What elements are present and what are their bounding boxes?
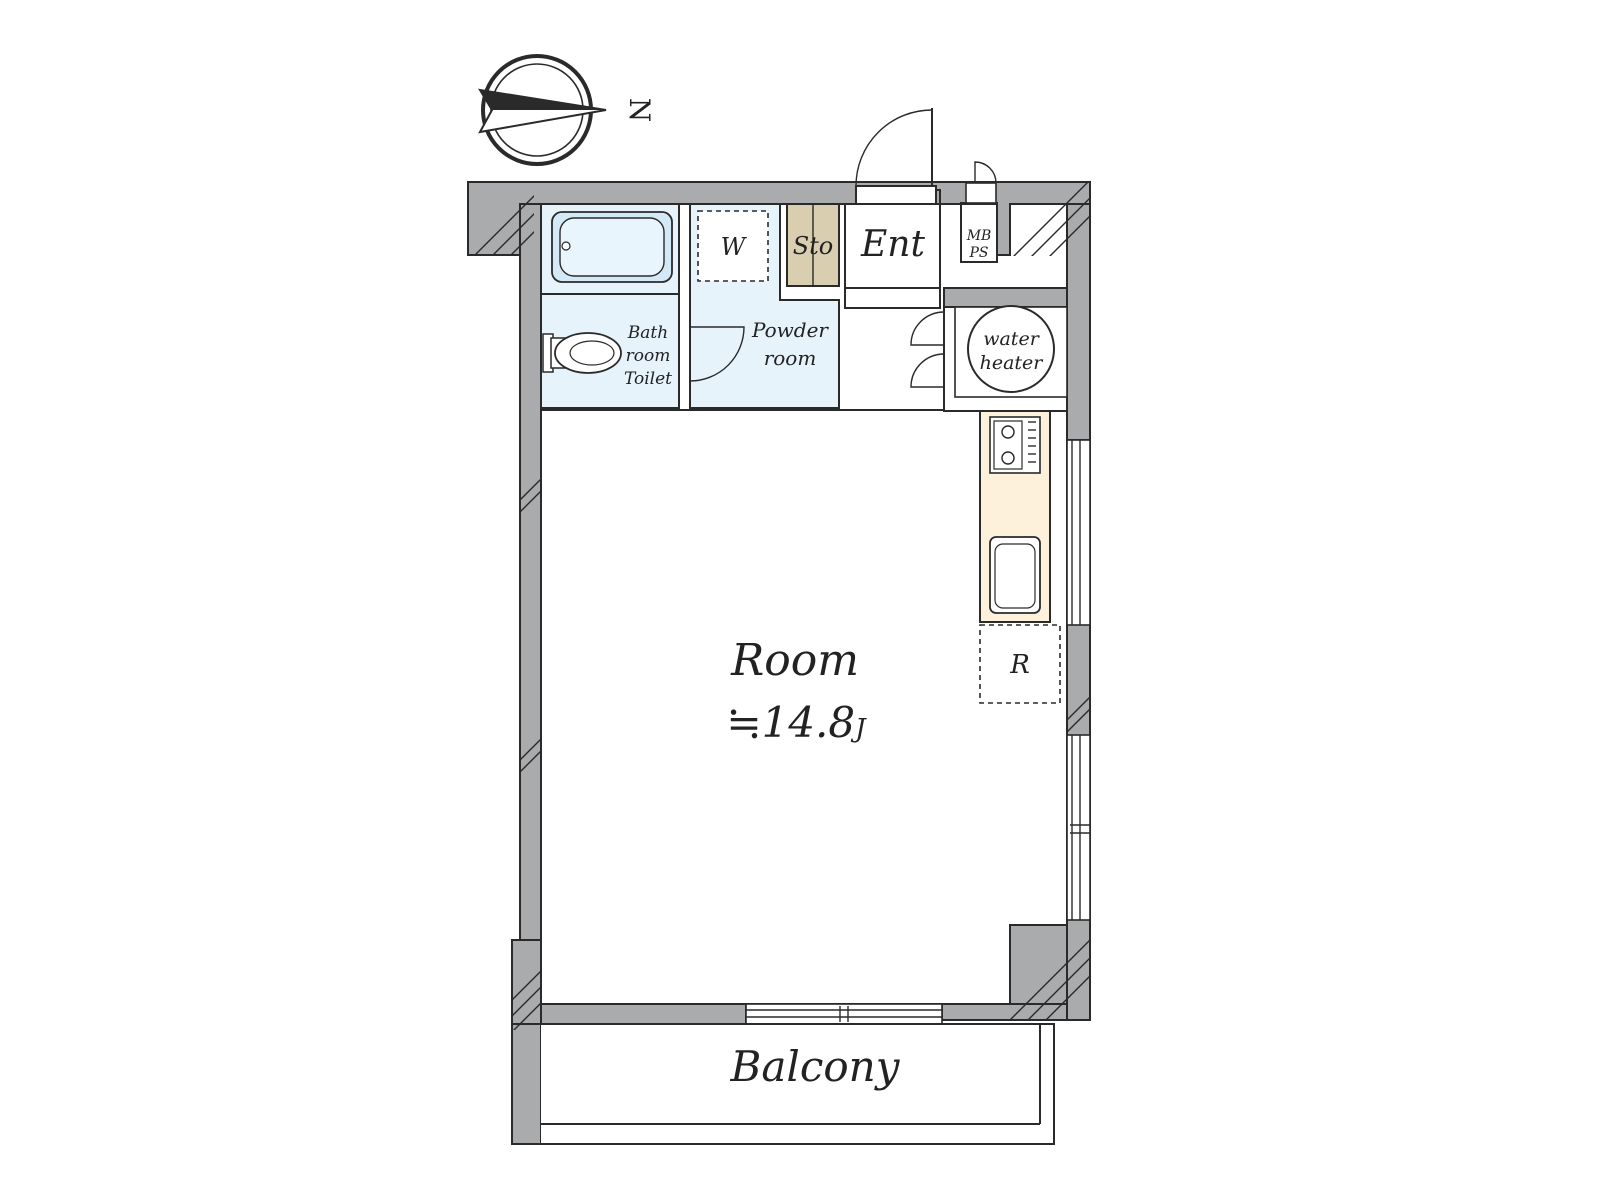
west-wall (519, 203, 542, 941)
balcony-west-wall (511, 1023, 542, 1145)
mbps-label-2: PS (968, 245, 988, 261)
mbps: MB PS (960, 161, 998, 263)
water-heater-icon (967, 305, 1055, 393)
washer-space (697, 210, 769, 282)
bathroom-label-1: Bath (627, 323, 668, 343)
kitchen-column (943, 287, 1068, 308)
compass-north-label: N (623, 98, 656, 123)
bathroom: Bath room Toilet (540, 203, 680, 409)
south-window (745, 1003, 943, 1025)
balcony: Balcony (541, 1023, 1055, 1145)
south-wall (540, 1003, 747, 1025)
powder-room-label-1: Powder (751, 318, 829, 342)
water-heater-label-1: water (983, 328, 1040, 350)
east-windows (1066, 439, 1091, 921)
east-upper-wall (1066, 203, 1091, 441)
balcony-label: Balcony (730, 1042, 901, 1091)
kitchen: R (979, 410, 1061, 704)
room-label: Room (730, 635, 859, 686)
toilet-icon (542, 332, 622, 374)
bathroom-label-3: Toilet (624, 369, 672, 389)
mbps-label-1: MB (966, 228, 992, 244)
water-heater-label-2: heater (980, 352, 1045, 374)
refrigerator-label: R (1009, 650, 1030, 680)
main-room: Room ≒14.8J (540, 409, 1068, 1005)
storage-label: Sto (793, 232, 834, 260)
bathroom-label-2: room (626, 346, 671, 366)
washer-label: W (721, 233, 748, 261)
entrance: Ent (844, 108, 941, 309)
storage: Sto (786, 203, 840, 287)
compass: N (478, 54, 656, 166)
sink-icon (989, 536, 1041, 614)
water-heater: water heater (910, 305, 1068, 412)
room-area: ≒14.8J (726, 698, 867, 747)
powder-room-label-2: room (764, 346, 817, 370)
refrigerator-space (979, 624, 1061, 704)
stove-icon (989, 416, 1041, 474)
entrance-label: Ent (860, 224, 925, 265)
